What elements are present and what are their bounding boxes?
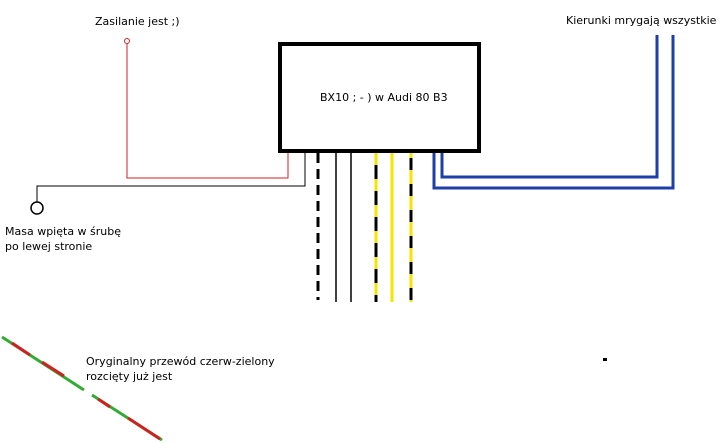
ground-label-line2: po lewej stronie — [5, 240, 93, 253]
ground-label-line1: Masa wpięta w śrubę — [5, 225, 122, 238]
ground-screw — [30, 201, 44, 215]
bx10-module-box — [278, 42, 481, 153]
cut-wire-red-upper-2 — [41, 360, 65, 378]
cut-wire-red-lower-1 — [97, 397, 111, 409]
stray-mark — [603, 358, 607, 361]
turn-signal-wire-a — [432, 35, 675, 190]
cut-wire-label-line2: rozcięty już jest — [86, 370, 173, 383]
cut-wire-red-lower-2 — [127, 416, 161, 441]
turn-signals-label: Kierunki mrygają wszystkie — [566, 14, 717, 27]
cut-wire-label-line1: Oryginalny przewód czerw-zielony — [86, 355, 275, 368]
module-label: BX10 ; - ) w Audi 80 B3 — [320, 91, 448, 104]
power-wire — [126, 44, 289, 179]
power-label: Zasilanie jest ;) — [95, 15, 180, 28]
ground-wire — [36, 153, 306, 202]
turn-signal-wire-b — [440, 35, 659, 179]
cut-wire-red-upper-1 — [11, 341, 31, 357]
power-terminal — [124, 38, 130, 44]
